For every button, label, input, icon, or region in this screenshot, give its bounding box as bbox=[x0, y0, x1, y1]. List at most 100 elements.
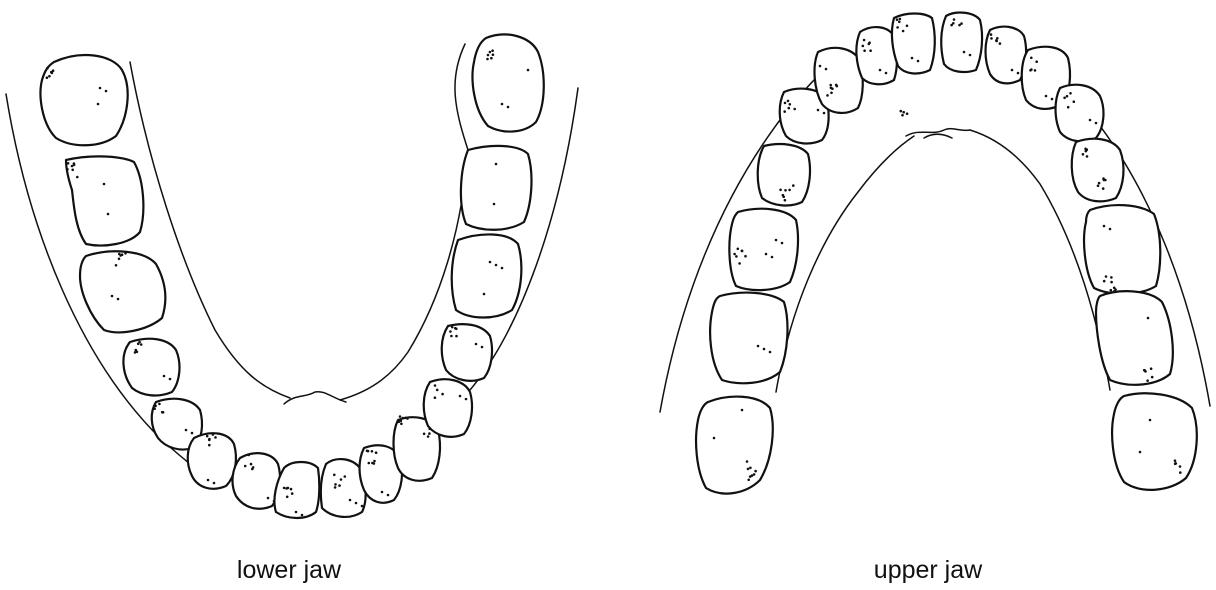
stipple-dot bbox=[906, 25, 909, 28]
stipple-dot bbox=[107, 213, 110, 216]
stipple-dot bbox=[819, 65, 822, 68]
stipple-dot bbox=[1067, 106, 1070, 109]
stipple-dot bbox=[1179, 465, 1182, 468]
upper-jaw-teeth bbox=[696, 13, 1197, 494]
lower-tooth-right-5 bbox=[424, 379, 472, 437]
stipple-dot bbox=[489, 261, 492, 264]
stipple-dot bbox=[1110, 276, 1113, 279]
stipple-dot bbox=[291, 492, 294, 495]
stipple-dot bbox=[1073, 100, 1076, 103]
stipple-dot bbox=[501, 267, 504, 270]
stipple-dot bbox=[747, 468, 750, 471]
stipple-dot bbox=[334, 483, 337, 486]
stipple-dot bbox=[1113, 287, 1116, 290]
stipple-dot bbox=[344, 475, 347, 478]
stipple-dot bbox=[434, 396, 437, 399]
stipple-dot bbox=[899, 18, 902, 21]
stipple-dot bbox=[868, 41, 871, 44]
stipple-dot bbox=[1017, 72, 1020, 75]
stipple-dot bbox=[1066, 95, 1069, 98]
stipple-dot bbox=[763, 348, 766, 351]
stipple-dot bbox=[48, 75, 51, 78]
lower-tongue-frenum bbox=[284, 392, 346, 404]
stipple-dot bbox=[206, 435, 209, 438]
stipple-dot bbox=[741, 409, 744, 412]
lower-tooth-right-1 bbox=[473, 34, 544, 131]
lower-tooth-left-6 bbox=[188, 433, 236, 489]
stipple-dot bbox=[830, 92, 833, 95]
stipple-dot bbox=[46, 67, 49, 70]
stipple-dot bbox=[455, 335, 458, 338]
stipple-dot bbox=[161, 411, 164, 414]
stipple-dot bbox=[250, 463, 253, 466]
lower-tooth-left-2 bbox=[66, 156, 143, 245]
stipple-dot bbox=[124, 252, 127, 255]
stipple-dot bbox=[793, 108, 796, 111]
stipple-dot bbox=[140, 343, 143, 346]
stipple-dot bbox=[400, 423, 403, 426]
lower-tooth-left-1 bbox=[41, 55, 128, 145]
stipple-dot bbox=[486, 58, 489, 61]
stipple-dot bbox=[285, 487, 288, 490]
stipple-dot bbox=[757, 345, 760, 348]
stipple-dot bbox=[434, 384, 437, 387]
upper-tooth-right-5 bbox=[1072, 139, 1124, 202]
stipple-dot bbox=[103, 183, 106, 186]
stipple-dot bbox=[212, 433, 215, 436]
stipple-dot bbox=[769, 351, 772, 354]
stipple-dot bbox=[823, 112, 826, 115]
stipple-dot bbox=[953, 18, 956, 21]
stipple-dot bbox=[1151, 376, 1154, 379]
upper-tooth-right-7 bbox=[1096, 291, 1173, 385]
stipple-dot bbox=[138, 341, 141, 344]
stipple-dot bbox=[371, 450, 374, 453]
stipple-dot bbox=[990, 33, 993, 36]
stipple-dot bbox=[1086, 148, 1089, 151]
stipple-dot bbox=[963, 51, 966, 54]
stipple-dot bbox=[1104, 179, 1107, 182]
stipple-dot bbox=[495, 163, 498, 166]
stipple-dot bbox=[753, 473, 756, 476]
stipple-dot bbox=[1045, 95, 1048, 98]
stipple-dot bbox=[295, 511, 298, 514]
stipple-dot bbox=[765, 253, 768, 256]
upper-tooth-right-6 bbox=[1084, 205, 1160, 294]
stipple-dot bbox=[67, 162, 70, 165]
stipple-dot bbox=[1105, 275, 1108, 278]
stipple-dot bbox=[71, 169, 74, 172]
stipple-dot bbox=[286, 496, 289, 499]
stipple-dot bbox=[869, 49, 872, 52]
stipple-dot bbox=[738, 262, 741, 265]
stipple-dot bbox=[355, 502, 358, 505]
stipple-dot bbox=[896, 18, 899, 21]
stipple-dot bbox=[493, 203, 496, 206]
stipple-dot bbox=[450, 335, 453, 338]
stipple-dot bbox=[154, 405, 157, 408]
stipple-dot bbox=[792, 184, 795, 187]
lower-tooth-left-4 bbox=[123, 339, 179, 396]
stipple-dot bbox=[400, 420, 403, 423]
stipple-dot bbox=[99, 87, 102, 90]
stipple-dot bbox=[428, 432, 431, 435]
stipple-dot bbox=[489, 51, 492, 54]
stipple-dot bbox=[66, 168, 69, 171]
stipple-dot bbox=[381, 491, 384, 494]
lower-tooth-left-3 bbox=[80, 251, 165, 332]
stipple-dot bbox=[788, 107, 791, 110]
stipple-dot bbox=[191, 432, 194, 435]
stipple-dot bbox=[427, 435, 430, 438]
stipple-dot bbox=[402, 417, 405, 420]
stipple-dot bbox=[436, 389, 439, 392]
stipple-dot bbox=[1143, 369, 1146, 372]
lower-tooth-center-1 bbox=[274, 462, 319, 518]
stipple-dot bbox=[784, 199, 787, 202]
stipple-dot bbox=[885, 72, 888, 75]
stipple-dot bbox=[375, 451, 378, 454]
stipple-dot bbox=[119, 254, 122, 257]
stipple-dot bbox=[111, 295, 114, 298]
stipple-dot bbox=[404, 417, 407, 420]
stipple-dot bbox=[999, 42, 1002, 45]
upper-tooth-center-2 bbox=[941, 13, 982, 72]
stipple-dot bbox=[1179, 471, 1182, 474]
